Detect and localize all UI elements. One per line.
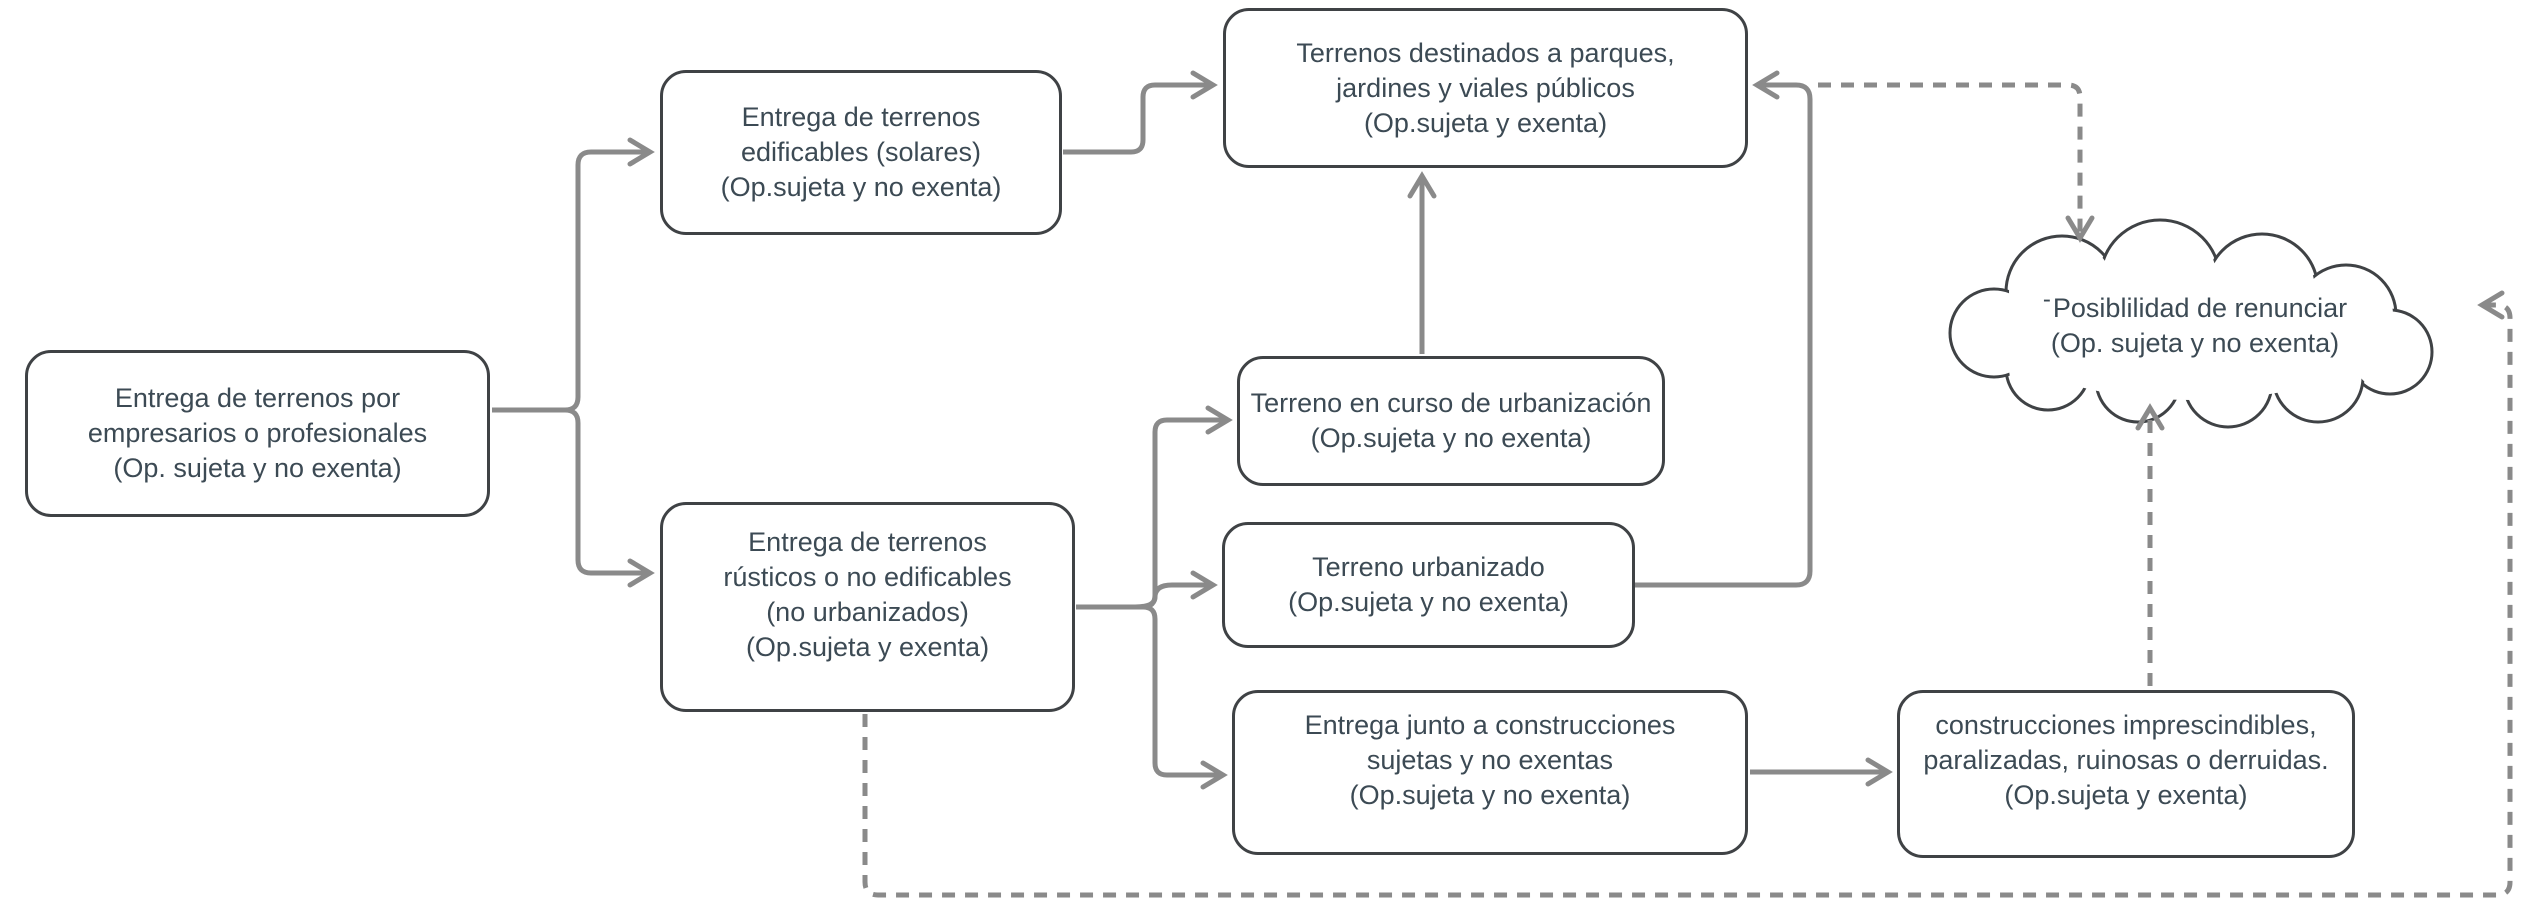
connector-urbanizado-to-parques	[1634, 70, 1813, 588]
node-terrenos-edificables: Entrega de terrenos edificables (solares…	[660, 70, 1062, 235]
node-construcciones-imprescindibles: construcciones imprescindibles, paraliza…	[1897, 690, 2355, 858]
node-label: Entrega de terrenos rústicos o no edific…	[723, 527, 1012, 662]
node-terreno-urbanizado: Terreno urbanizado (Op.sujeta y no exent…	[1222, 522, 1635, 648]
node-terrenos-parques-jardines: Terrenos destinados a parques, jardines …	[1223, 8, 1748, 168]
connector-rusticos-to-urbanizado	[1076, 570, 1218, 610]
node-label: Entrega de terrenos edificables (solares…	[720, 102, 1002, 202]
node-label: construcciones imprescindibles, paraliza…	[1923, 710, 2329, 810]
connector-rusticos-to-junto-construcciones	[1076, 604, 1228, 790]
cloud-line2: (Op. sujeta y no exenta)	[2050, 328, 2340, 358]
node-terrenos-rusticos: Entrega de terrenos rústicos o no edific…	[660, 502, 1075, 712]
node-label: Entrega junto a construcciones sujetas y…	[1304, 710, 1676, 810]
node-label: Terreno urbanizado (Op.sujeta y no exent…	[1288, 552, 1569, 617]
connector-rusticos-to-curso-urbanizacion	[1076, 405, 1233, 610]
connector-principal-to-rusticos	[492, 407, 655, 588]
cloud-shape	[1948, 218, 2434, 429]
connector-edificables-to-parques	[1063, 70, 1218, 155]
cloud-posibilidad-renunciar: -Posiblilidad de renunciar (Op. sujeta y…	[1985, 282, 2405, 361]
node-entrega-terrenos-principal: Entrega de terrenos por empresarios o pr…	[25, 350, 490, 517]
node-label: Terreno en curso de urbanización (Op.suj…	[1250, 388, 1652, 453]
node-label: Entrega de terrenos por empresarios o pr…	[87, 383, 428, 483]
node-label: Terrenos destinados a parques, jardines …	[1296, 37, 1675, 138]
connector-dashed-rusticos-to-renunciar	[862, 290, 2513, 898]
node-entrega-junto-construcciones: Entrega junto a construcciones sujetas y…	[1232, 690, 1748, 855]
connector-dashed-parques-to-renunciar	[1818, 82, 2095, 243]
cloud-dash-prefix: -	[2042, 286, 2051, 313]
cloud-line1: Posiblilidad de renunciar	[2052, 293, 2348, 323]
connector-principal-to-edificables	[492, 137, 655, 413]
node-terreno-curso-urbanizacion: Terreno en curso de urbanización (Op.suj…	[1237, 356, 1665, 486]
